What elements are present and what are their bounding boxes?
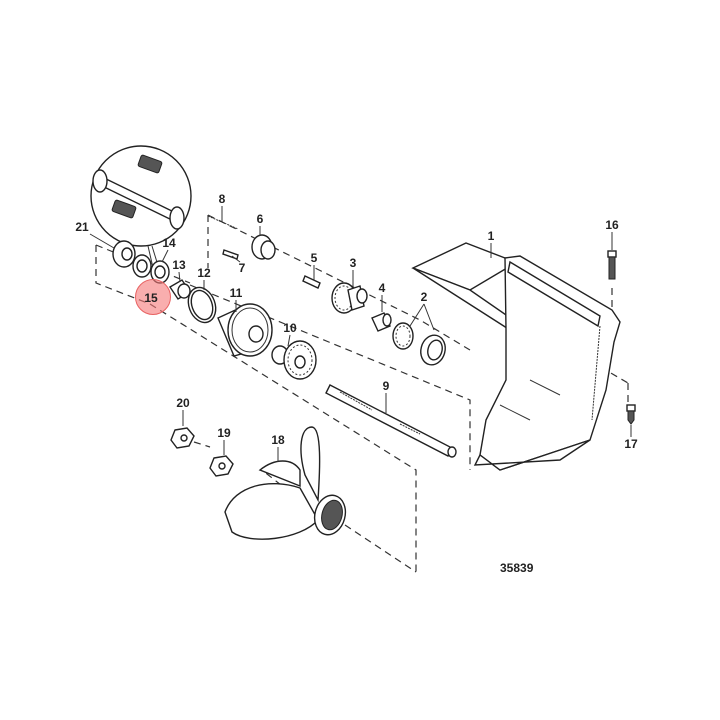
- assembly-lines: [95, 214, 629, 573]
- part-16-bolt: [607, 232, 617, 280]
- part-5-pin: [302, 265, 321, 289]
- part-11-carrier: [217, 300, 273, 357]
- callout-15[interactable]: 15: [144, 291, 158, 305]
- part-9-shaft: [325, 384, 457, 458]
- callout-4[interactable]: 4: [378, 281, 386, 295]
- part-14-seal: [132, 249, 170, 284]
- callout-16[interactable]: 16: [605, 218, 619, 232]
- callout-2[interactable]: 2: [420, 290, 428, 304]
- callout-3[interactable]: 3: [349, 256, 357, 270]
- callout-17[interactable]: 17: [624, 437, 638, 451]
- part-17-bolt: [626, 404, 636, 437]
- callout-6[interactable]: 6: [256, 212, 264, 226]
- part-2-bearing: [392, 303, 446, 366]
- part-20-nut: [170, 410, 195, 449]
- callout-13[interactable]: 13: [172, 258, 186, 272]
- callout-20[interactable]: 20: [176, 396, 190, 410]
- callout-12[interactable]: 12: [197, 266, 211, 280]
- part-21-retainer: [89, 233, 136, 268]
- callout-10[interactable]: 10: [283, 321, 297, 335]
- part-1-housing: [411, 242, 621, 471]
- callout-11[interactable]: 11: [229, 286, 243, 300]
- callout-19[interactable]: 19: [217, 426, 231, 440]
- detail-inset: [90, 145, 192, 273]
- part-8-spring: [207, 206, 239, 230]
- callout-5[interactable]: 5: [310, 251, 318, 265]
- part-19-nut: [209, 440, 234, 477]
- callout-8[interactable]: 8: [218, 192, 226, 206]
- callout-14[interactable]: 14: [162, 236, 176, 250]
- part-12-oring: [187, 280, 217, 324]
- part-10-gear: [271, 334, 317, 380]
- callout-21[interactable]: 21: [75, 220, 89, 234]
- part-7-pin: [222, 249, 241, 263]
- part-13-bearing: [169, 271, 191, 300]
- callout-1[interactable]: 1: [487, 229, 495, 243]
- part-18-propeller: [224, 426, 347, 540]
- part-4-bushing: [371, 295, 392, 332]
- highlight-circle-part-15[interactable]: [135, 279, 171, 315]
- part-6-clutch: [251, 226, 276, 260]
- diagram-id-label: 35839: [500, 561, 534, 575]
- callout-9[interactable]: 9: [382, 379, 390, 393]
- part-3-gear: [331, 270, 368, 314]
- callout-7[interactable]: 7: [238, 261, 246, 275]
- callout-18[interactable]: 18: [271, 433, 285, 447]
